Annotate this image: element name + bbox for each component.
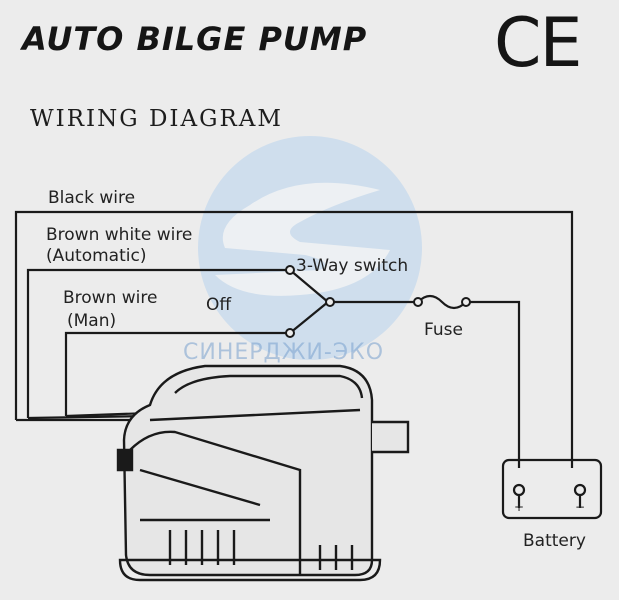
switch-terminal-man: [285, 328, 295, 338]
watermark-text: СИНЕРДЖИ-ЭКО: [183, 340, 385, 365]
brown-white-wire-label: Brown white wire: [46, 225, 193, 245]
brown-wire-label: Brown wire: [63, 288, 158, 308]
brown-wire: [64, 331, 288, 416]
switch-arm-automatic: [289, 269, 329, 303]
fuse-terminal-right: [461, 297, 471, 307]
watermark-logo: [198, 136, 422, 360]
fuse-element: [417, 294, 467, 310]
black-wire: [14, 210, 574, 468]
fuse-to-battery-wire: [466, 300, 521, 468]
pump-illustration: [116, 364, 410, 582]
page-title: AUTO BILGE PUMP: [22, 20, 368, 58]
off-label: Off: [206, 295, 232, 315]
fuse-label: Fuse: [424, 320, 463, 340]
switch-terminal-common: [325, 297, 335, 307]
switch-arm-man: [289, 301, 329, 334]
fuse-terminal-left: [413, 297, 423, 307]
brown-white-wire: [26, 268, 288, 418]
battery-minus-label: −: [575, 500, 586, 514]
diagram-subtitle: WIRING DIAGRAM: [30, 106, 283, 132]
switch-label: 3-Way switch: [296, 256, 409, 276]
pump-outlet: [372, 420, 410, 454]
switch-terminals: [285, 265, 471, 338]
man-label: (Man): [67, 311, 117, 331]
battery-label: Battery: [523, 531, 586, 551]
switch-terminal-automatic: [285, 265, 295, 275]
battery-plus-label: +: [514, 500, 525, 514]
black-wire-label: Black wire: [48, 188, 136, 208]
pump-cover: [122, 364, 374, 577]
ce-mark-logo: CE: [494, 4, 582, 83]
wires: [14, 210, 574, 468]
battery-symbol: [501, 458, 603, 520]
automatic-label: (Automatic): [46, 246, 147, 266]
